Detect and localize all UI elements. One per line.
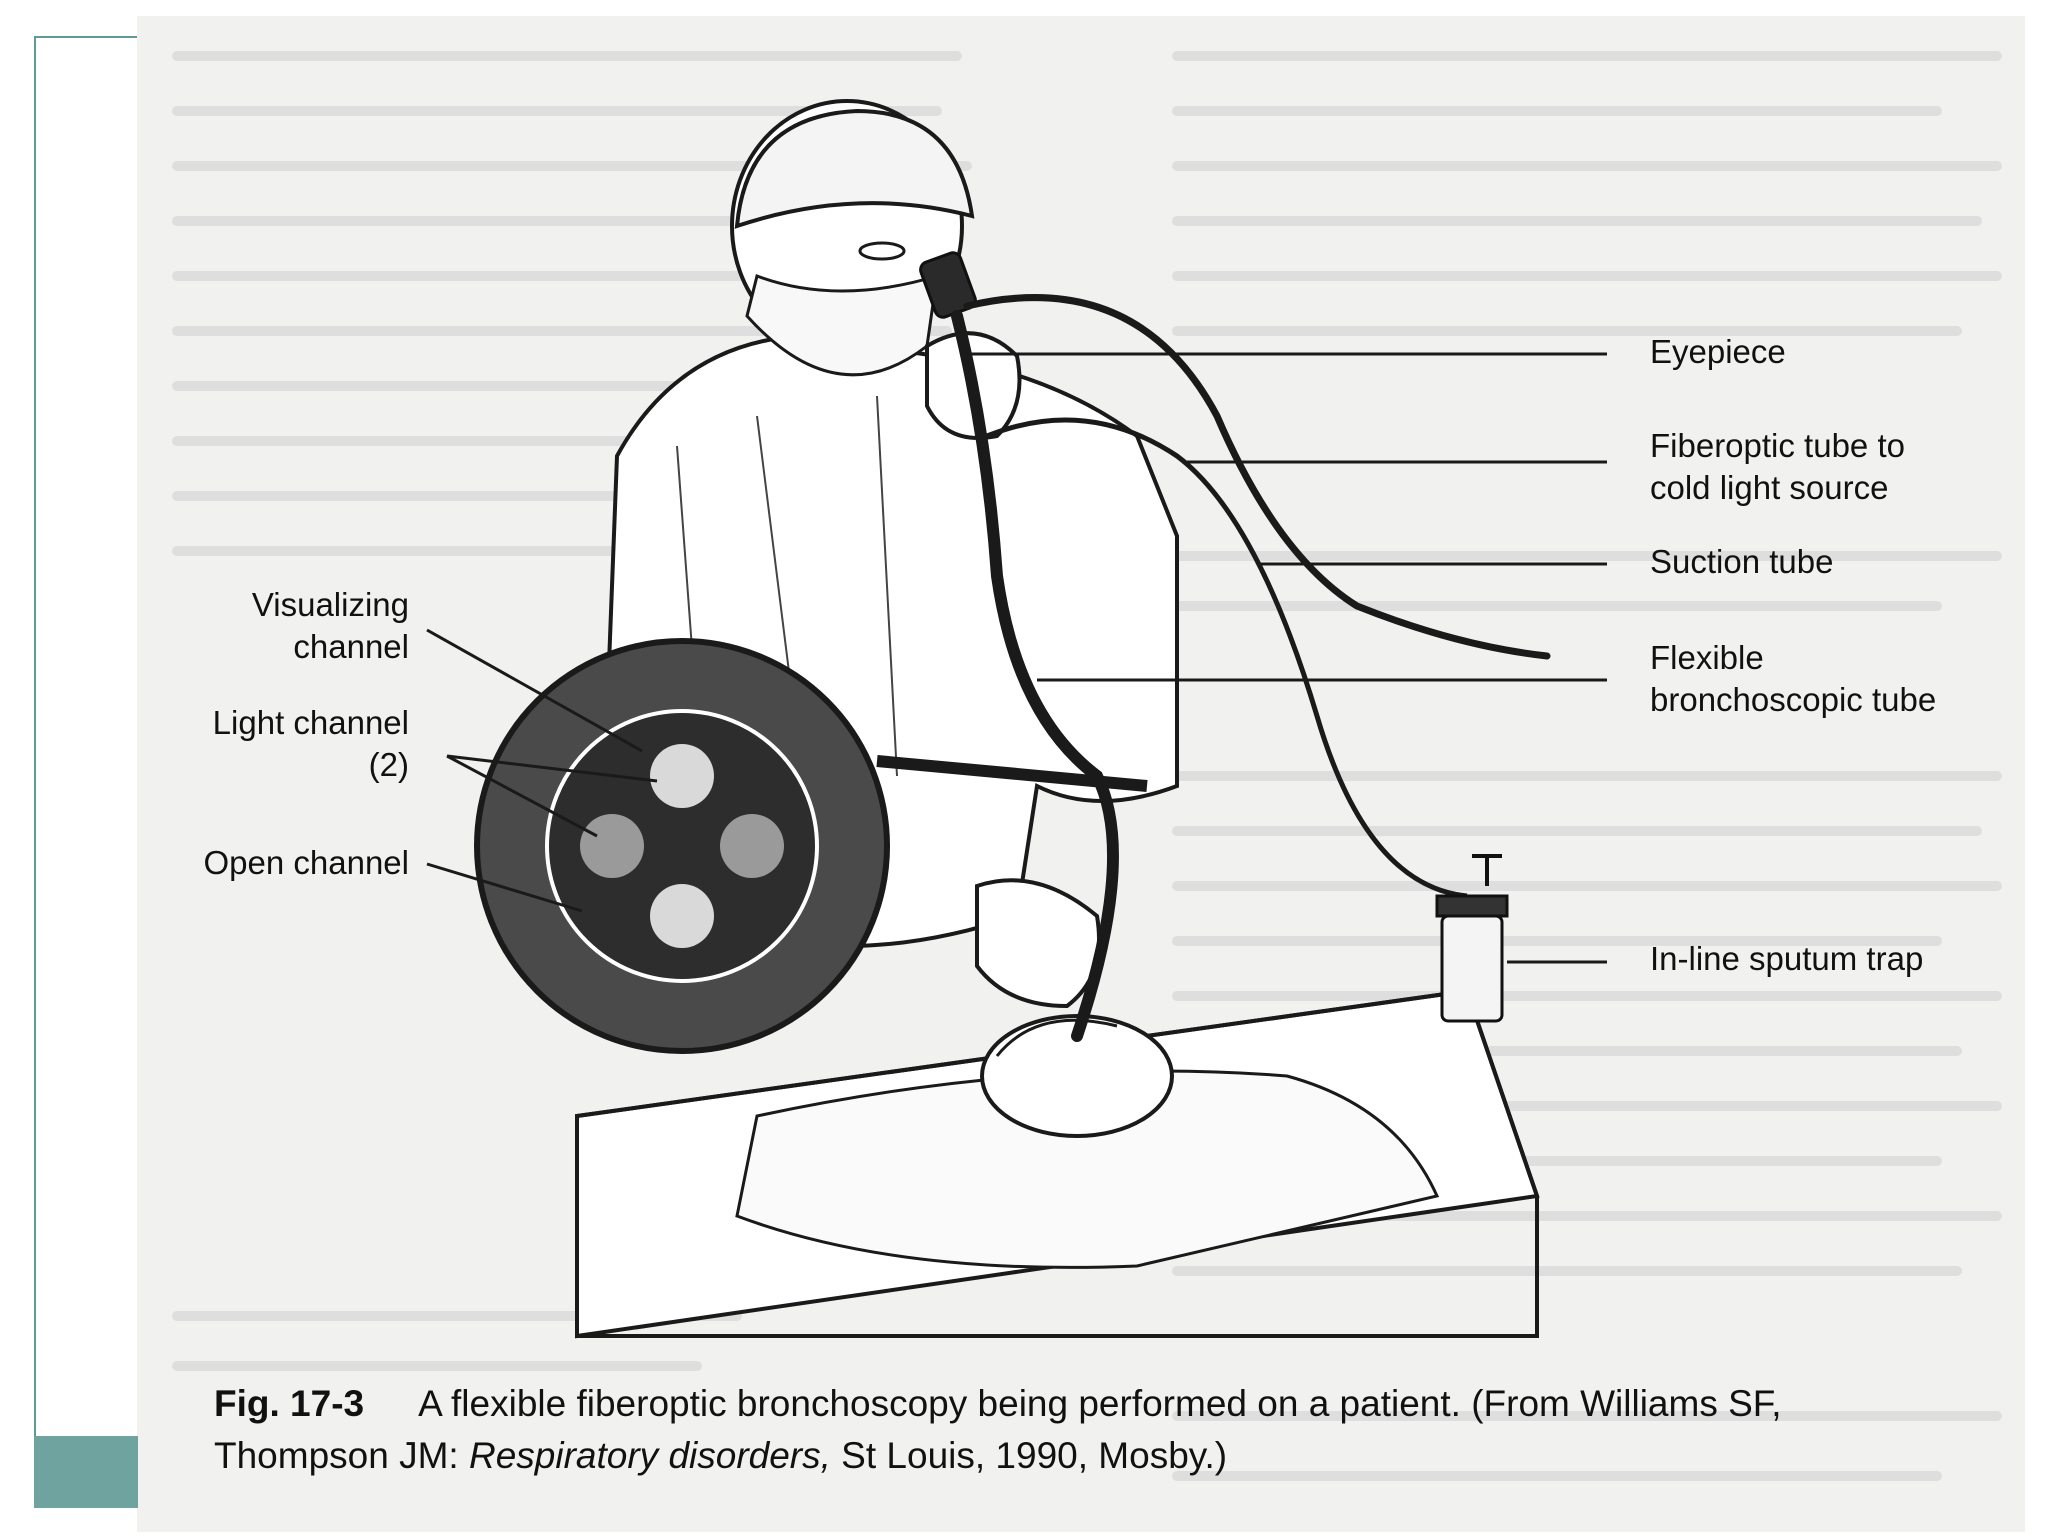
slide-accent-block <box>34 1436 138 1508</box>
label-light-channel: Light channel (2) <box>212 704 409 783</box>
magnifier-pointer <box>876 755 1148 792</box>
caption-figure-number: Fig. 17-3 <box>214 1383 365 1424</box>
light-channel-bottom <box>650 884 714 948</box>
visualizing-channel <box>720 814 784 878</box>
surgical-cap-icon <box>734 108 975 229</box>
slide-frame-line <box>34 36 36 1506</box>
label-sputum-trap: In-line sputum trap <box>1650 940 1924 977</box>
background-text-bleed <box>172 51 2002 1481</box>
fiberoptic-cable <box>963 294 1551 660</box>
label-open-channel: Open channel <box>203 844 410 881</box>
visualizing-leader <box>426 628 643 753</box>
figure-scan: Eyepiece Fiberoptic tube to cold light s… <box>137 16 2025 1532</box>
patient-hair <box>995 1018 1118 1057</box>
label-eyepiece: Eyepiece <box>1650 333 1786 370</box>
caption-source-title: Respiratory disorders, <box>468 1435 831 1476</box>
label-flexible-tube: Flexible bronchoscopic tube <box>1650 639 1937 718</box>
suction-tube <box>986 417 1468 899</box>
flexible-bronchoscopic-tube <box>951 310 1119 1042</box>
light-channel-top <box>650 744 714 808</box>
cross-section-magnifier <box>474 638 1148 1054</box>
label-suction-tube: Suction tube <box>1650 543 1834 580</box>
light-channel-leader-a <box>446 754 598 838</box>
caption-text: A flexible fiberoptic bronchoscopy being… <box>214 1383 1782 1476</box>
leader-lines <box>426 352 1607 964</box>
slide-frame-top-line <box>34 36 144 38</box>
sputum-trap-icon <box>1435 854 1509 1023</box>
bronchoscopy-illustration <box>172 51 2002 1481</box>
label-fiberoptic-tube: Fiberoptic tube to cold light source <box>1650 427 1905 506</box>
patient-head <box>980 1014 1174 1138</box>
caption-source-rest: St Louis, 1990, Mosby.) <box>830 1435 1228 1476</box>
open-channel <box>580 814 644 878</box>
doctor-eye <box>858 241 906 261</box>
doctor-lower-hand <box>975 878 1101 1009</box>
light-channel-leader-b <box>446 754 658 783</box>
open-channel-leader <box>426 862 583 913</box>
label-visualizing-channel: Visualizing channel <box>251 586 409 665</box>
